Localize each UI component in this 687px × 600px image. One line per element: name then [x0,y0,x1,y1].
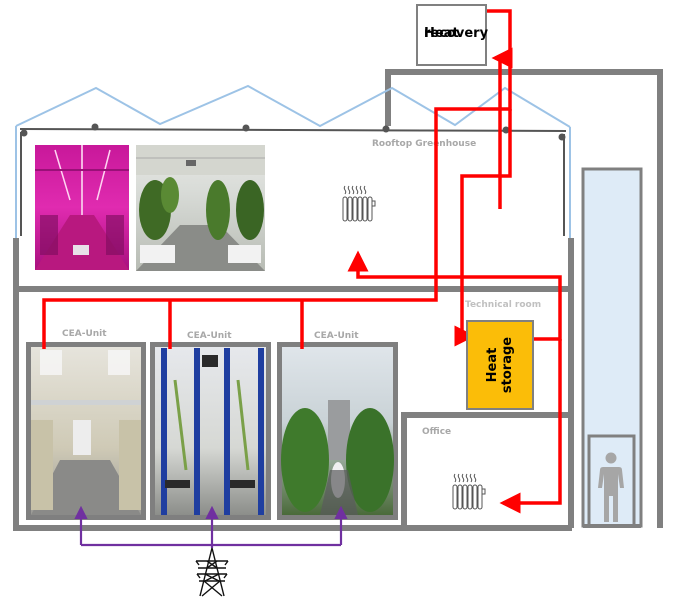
greenhouse-photo-cucumber [136,145,265,271]
office-label: Office [422,427,451,437]
technical-room-label: Technical room [465,300,541,310]
greenhouse-roof [15,84,571,128]
cea-unit-2 [150,342,271,520]
elevator-shaft [581,167,643,528]
cea-unit-3-label: CEA-Unit [314,331,359,341]
heat-storage-box: Heat storage [466,320,534,410]
tower-outline [385,69,663,528]
heat-storage-label: Heat storage [485,337,515,393]
heat-recovery-line2: recovery [424,26,489,41]
cea-unit-1 [26,342,146,520]
cea-unit-1-label: CEA-Unit [62,329,107,339]
heat-line-to-storage [454,109,512,347]
heat-line-return [491,47,513,209]
radiator-icon-office [452,473,486,510]
heat-line-storage-out [347,250,562,341]
heat-line-to-cea [42,9,512,349]
radiator-icon [342,185,376,222]
person-icon [598,452,624,522]
heat-flow-lines [42,9,562,514]
heat-recovery-line1: Heat [424,26,459,41]
heat-storage-line1: Heat [485,347,500,383]
greenhouse-photo-led [35,145,129,270]
heat-storage-line2: storage [500,336,515,394]
power-pylon-icon [195,547,229,597]
building-walls [13,238,574,531]
rooftop-greenhouse-label: Rooftop Greenhouse [372,139,476,149]
power-flow-lines [74,505,348,548]
greenhouse-truss [19,123,567,236]
cea-unit-2-label: CEA-Unit [187,331,232,341]
cea-unit-3 [277,342,398,520]
